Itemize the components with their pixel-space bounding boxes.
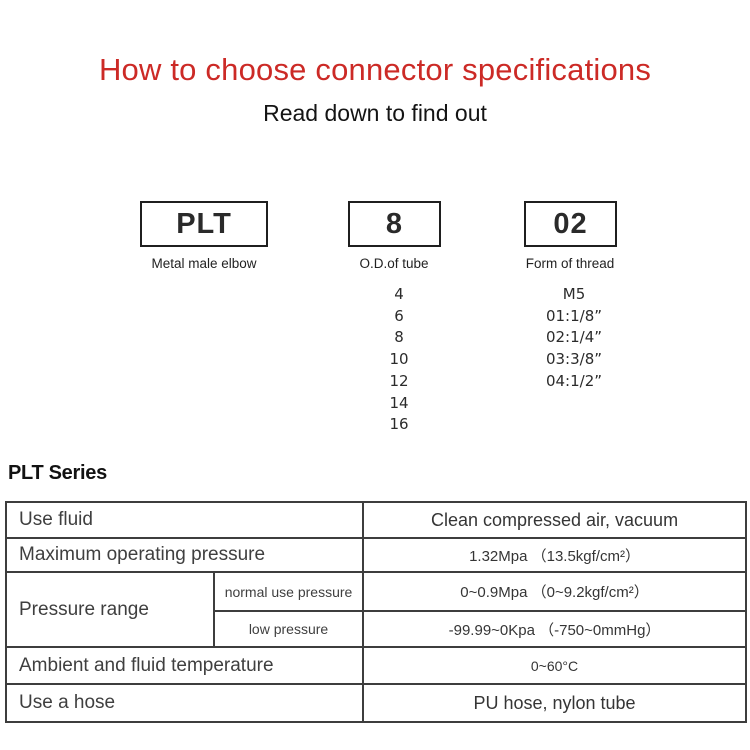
- tube-option: 4: [394, 285, 404, 303]
- tube-option: 16: [389, 415, 409, 434]
- hose-label: Use a hose: [4, 683, 365, 723]
- thread-option: 01:1/8”: [545, 306, 603, 325]
- model-code-label: Metal male elbow: [151, 256, 257, 271]
- model-code-box: PLT: [140, 201, 268, 247]
- table-row: Pressure range normal use pressure 0~0.9…: [5, 571, 748, 648]
- thread-option: 03:3/8”: [545, 350, 603, 369]
- table-row: Use a hose PU hose, nylon tube: [4, 683, 748, 723]
- tube-option: 8: [394, 328, 404, 347]
- spec-table: Use fluid Clean compressed air, vacuum M…: [4, 501, 748, 723]
- thread-code-box: 02: [524, 201, 617, 247]
- thread-label: Form of thread: [525, 256, 615, 271]
- tube-option: 10: [389, 350, 409, 369]
- tube-size-code-box: 8: [348, 201, 441, 247]
- normal-pressure-label: normal use pressure: [212, 571, 365, 612]
- low-pressure-value: -99.99~0Kpa （-750~0mmHg）: [362, 610, 748, 648]
- max-pressure-value: 1.32Mpa （13.5kgf/cm²）: [362, 537, 748, 573]
- normal-pressure-value: 0~0.9Mpa （0~9.2kgf/cm²）: [362, 571, 748, 612]
- use-fluid-label: Use fluid: [4, 501, 365, 539]
- use-fluid-value: Clean compressed air, vacuum: [362, 501, 748, 539]
- thread-option: 02:1/4”: [545, 328, 603, 347]
- low-pressure-label: low pressure: [212, 610, 365, 648]
- temperature-value: 0~60°C: [362, 646, 748, 685]
- tube-option: 12: [389, 371, 409, 390]
- tube-size-options: 4 6 8 10 12 14 16: [349, 284, 449, 436]
- max-pressure-label: Maximum operating pressure: [4, 537, 365, 573]
- tube-option: 14: [389, 393, 409, 412]
- series-heading: PLT Series: [8, 462, 107, 484]
- pressure-range-label: Pressure range: [5, 571, 215, 648]
- tube-size-label: O.D.of tube: [359, 256, 429, 271]
- hose-value: PU hose, nylon tube: [362, 683, 748, 723]
- table-row: Use fluid Clean compressed air, vacuum: [4, 501, 748, 539]
- thread-option: M5: [562, 285, 586, 303]
- temperature-label: Ambient and fluid temperature: [4, 646, 365, 685]
- table-row: Maximum operating pressure 1.32Mpa （13.5…: [4, 537, 748, 573]
- thread-option: 04:1/2”: [545, 371, 603, 390]
- table-row: Ambient and fluid temperature 0~60°C: [4, 646, 748, 685]
- page-title: How to choose connector specifications: [98, 52, 652, 87]
- table-row: low pressure -99.99~0Kpa （-750~0mmHg）: [6, 610, 748, 648]
- tube-option: 6: [394, 306, 404, 325]
- page-subtitle: Read down to find out: [263, 100, 487, 126]
- thread-options: M5 01:1/8” 02:1/4” 03:3/8” 04:1/2”: [504, 284, 644, 393]
